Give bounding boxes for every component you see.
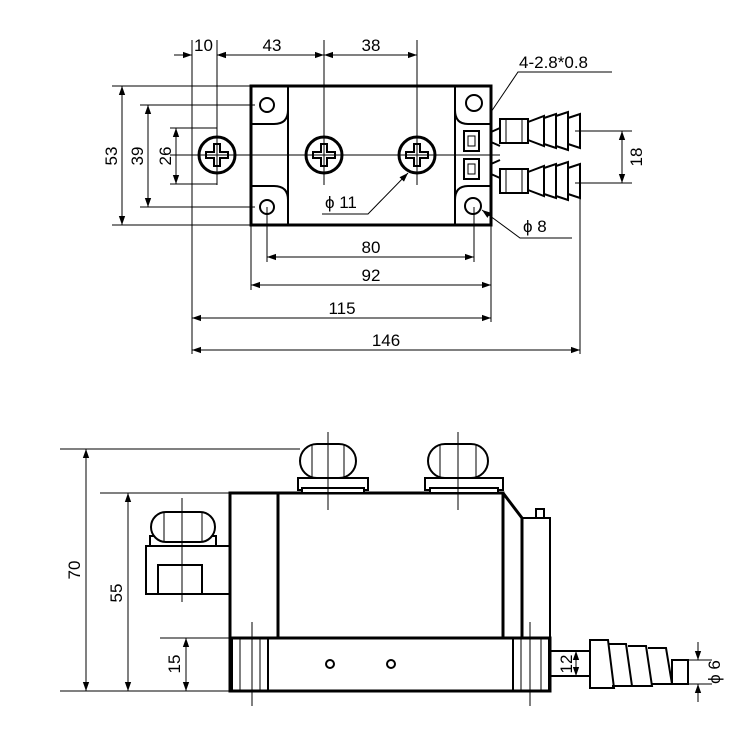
side-centerlines (181, 432, 531, 706)
dim-label-39: 39 (128, 147, 147, 166)
side-screw-right (424, 443, 504, 494)
dim-label-15: 15 (165, 655, 184, 674)
side-screw-left (297, 443, 369, 494)
top-view: 10 43 38 4-2.8*0.8 53 39 26 18 ϕ 11 ϕ 8 … (102, 36, 646, 354)
dim-label-10: 10 (194, 36, 213, 55)
dim-label-53: 53 (102, 147, 121, 166)
extension-lines (112, 40, 632, 354)
centerlines (170, 40, 500, 185)
dim-label-terminal-pin: 4-2.8*0.8 (519, 53, 588, 72)
dim-label-18: 18 (627, 148, 646, 167)
side-dimension-lines (82, 449, 702, 702)
leader-lines (322, 71, 612, 239)
dim-label-hole-dia: ϕ 8 (523, 217, 547, 236)
module-body (228, 491, 552, 693)
dimension-lines (118, 51, 626, 354)
top-view-labels: 10 43 38 4-2.8*0.8 53 39 26 18 ϕ 11 ϕ 8 … (102, 36, 646, 350)
dim-label-43: 43 (263, 36, 282, 55)
side-connectors (490, 110, 581, 202)
dim-label-146: 146 (372, 331, 400, 350)
dim-label-92: 92 (362, 266, 381, 285)
side-screws (145, 443, 504, 595)
dim-label-38: 38 (362, 36, 381, 55)
side-screw-low (145, 511, 231, 595)
dim-label-26: 26 (156, 147, 175, 166)
side-view: 70 55 15 12 ϕ 6 (60, 432, 724, 706)
connector-upper (499, 110, 581, 152)
side-view-labels: 70 55 15 12 ϕ 6 (65, 561, 724, 684)
dim-label-55: 55 (107, 584, 126, 603)
dim-label-12: 12 (557, 655, 576, 674)
dim-label-70: 70 (65, 561, 84, 580)
dim-label-screw-dia: ϕ 11 (325, 193, 357, 212)
dim-label-80: 80 (362, 238, 381, 257)
connector-lower (499, 160, 581, 202)
dim-label-115: 115 (328, 299, 355, 318)
dim-label-pin-dia: ϕ 6 (705, 660, 724, 684)
